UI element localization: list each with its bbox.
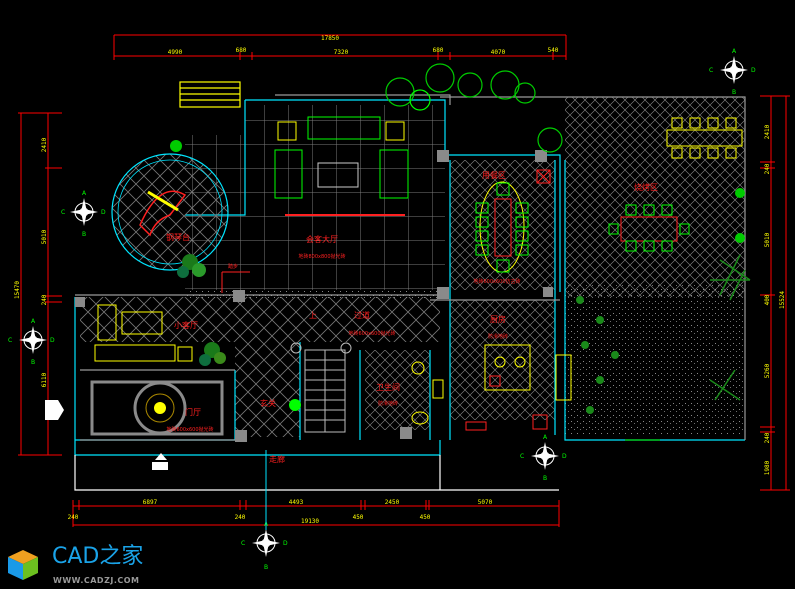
svg-text:A: A bbox=[543, 434, 548, 441]
note-reception-hall: 地砖800x800抛光砖 bbox=[298, 253, 345, 260]
note-corridor: 地砖600x600抛光砖 bbox=[348, 330, 395, 337]
living-furniture bbox=[45, 304, 224, 470]
svg-text:A: A bbox=[31, 318, 36, 325]
compass-icon: A B C D bbox=[61, 190, 106, 238]
dim-right-total: 15524 bbox=[779, 291, 786, 309]
dim-top: 4990 bbox=[168, 49, 183, 56]
dim-top-total: 17850 bbox=[321, 35, 339, 42]
dim-right: 240 bbox=[764, 163, 771, 174]
dim-top: 680 bbox=[236, 47, 247, 54]
sofa-set bbox=[274, 116, 409, 216]
label-corridor: 过道 bbox=[354, 310, 370, 320]
logo-name: CAD之家 bbox=[52, 544, 144, 569]
kitchen-fixtures bbox=[465, 344, 572, 431]
dim-left: 6110 bbox=[41, 372, 48, 387]
compass-icon: A B C D bbox=[709, 48, 756, 96]
compass-icon: A B C D bbox=[520, 434, 567, 482]
dim-bottom: 240 bbox=[68, 514, 79, 521]
svg-text:C: C bbox=[241, 540, 245, 547]
dim-bottom-total: 19130 bbox=[301, 518, 319, 525]
svg-text:B: B bbox=[543, 475, 547, 482]
svg-text:D: D bbox=[751, 67, 756, 74]
label-bathroom: 卫生间 bbox=[376, 382, 400, 392]
dim-bottom: 4493 bbox=[289, 499, 304, 506]
dim-top: 7320 bbox=[334, 49, 349, 56]
svg-text:C: C bbox=[8, 337, 12, 344]
dim-left-total: 15470 bbox=[14, 281, 21, 299]
svg-text:C: C bbox=[520, 453, 524, 460]
svg-text:A: A bbox=[82, 190, 87, 197]
svg-text:D: D bbox=[101, 209, 106, 216]
svg-text:D: D bbox=[562, 453, 567, 460]
dim-right: 5010 bbox=[764, 232, 771, 247]
svg-text:D: D bbox=[50, 337, 55, 344]
note-foyer: 地砖600x600抛光砖 bbox=[166, 426, 213, 433]
dim-bottom: 6897 bbox=[143, 499, 158, 506]
dim-left: 5010 bbox=[41, 229, 48, 244]
dim-right: 5260 bbox=[764, 363, 771, 378]
label-stairs-up: 上 bbox=[309, 311, 317, 320]
svg-text:C: C bbox=[709, 67, 713, 74]
note-dining: 地砖600x600仿古砖 bbox=[473, 278, 520, 285]
dining-table bbox=[475, 117, 743, 273]
note-kitchen: 防滑地砖 bbox=[488, 333, 508, 340]
columns bbox=[75, 150, 553, 442]
svg-text:C: C bbox=[61, 209, 65, 216]
dim-bottom: 240 bbox=[235, 514, 246, 521]
label-entrance: 玄关 bbox=[260, 398, 276, 408]
plants bbox=[170, 63, 751, 441]
svg-text:B: B bbox=[264, 564, 268, 571]
dim-bottom: 5070 bbox=[478, 499, 493, 506]
svg-text:D: D bbox=[283, 540, 288, 547]
logo-cube-icon bbox=[8, 550, 38, 580]
dim-right: 2410 bbox=[764, 124, 771, 139]
dim-top: 680 bbox=[433, 47, 444, 54]
label-step: 踏步 bbox=[228, 263, 238, 270]
dim-right: 1980 bbox=[764, 460, 771, 475]
dim-left: 2410 bbox=[41, 137, 48, 152]
label-hallway: 走廊 bbox=[269, 454, 285, 464]
piano-platform bbox=[111, 153, 229, 271]
label-kitchen: 厨房 bbox=[490, 314, 506, 324]
svg-text:B: B bbox=[31, 359, 35, 366]
dim-right: 240 bbox=[764, 432, 771, 443]
label-bbq: 烧烤区 bbox=[634, 182, 658, 192]
label-foyer: 门厅 bbox=[185, 407, 201, 417]
label-small-living: 小客厅 bbox=[174, 320, 198, 330]
staircase bbox=[290, 342, 444, 433]
dim-left: 240 bbox=[41, 294, 48, 305]
dim-right: 400 bbox=[764, 294, 771, 305]
logo-url: WWW.CADZJ.COM bbox=[53, 576, 140, 585]
label-piano: 钢琴台 bbox=[166, 232, 190, 242]
dim-bottom: 450 bbox=[420, 514, 431, 521]
dimension-labels: 17850 4990 680 7320 680 4070 540 15470 2… bbox=[14, 35, 786, 525]
note-bathroom: 防滑地砖 bbox=[378, 400, 398, 407]
compass-markers: A B C D A B C D A B C D A B C D A B C D bbox=[8, 48, 756, 571]
dim-top: 540 bbox=[548, 47, 559, 54]
dim-bottom: 2450 bbox=[385, 499, 400, 506]
walls bbox=[74, 81, 746, 491]
svg-text:A: A bbox=[732, 48, 737, 55]
label-reception-hall: 会客大厅 bbox=[306, 234, 338, 244]
dim-top: 4070 bbox=[491, 49, 506, 56]
room-labels: 会客大厅 地砖800x800抛光砖 用餐区 地砖600x600仿古砖 烧烤区 钢… bbox=[166, 171, 658, 464]
svg-text:B: B bbox=[732, 89, 736, 96]
cadzj-logo[interactable]: CAD之家 WWW.CADZJ.COM bbox=[6, 544, 196, 588]
dim-bottom: 450 bbox=[353, 514, 364, 521]
label-dining: 用餐区 bbox=[482, 171, 506, 180]
compass-icon: A B C D bbox=[8, 318, 55, 366]
svg-text:B: B bbox=[82, 231, 86, 238]
dimension-lines bbox=[18, 34, 790, 527]
